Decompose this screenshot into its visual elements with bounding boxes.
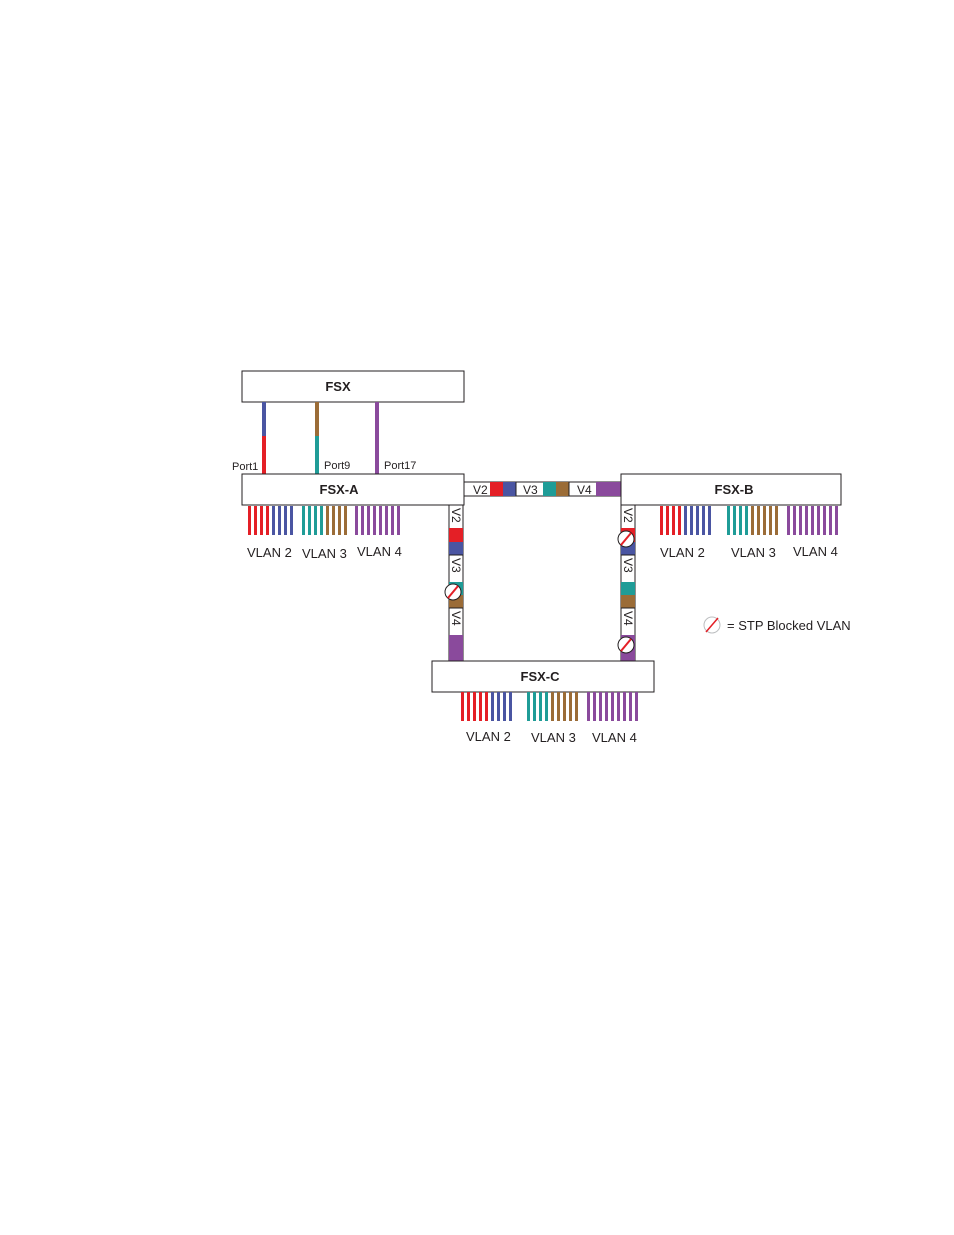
fsx-b-vlan4-label: VLAN 4 — [793, 544, 838, 559]
legend: = STP Blocked VLAN — [704, 617, 851, 633]
stp-blocked-icon — [618, 531, 634, 547]
fsx-b-vlan2-label: VLAN 2 — [660, 545, 705, 560]
fsx-c-vlan2-label: VLAN 2 — [466, 729, 511, 744]
switch-fsx-b: FSX-B — [621, 474, 841, 505]
trunk-ac-v4-label: V4 — [449, 611, 463, 626]
fsx-a-vlan4-label: VLAN 4 — [357, 544, 402, 559]
trunk-bc-v4-label: V4 — [621, 611, 635, 626]
fsx-a-vlan3-label: VLAN 3 — [302, 546, 347, 561]
fsx-c-vlan4-label: VLAN 4 — [592, 730, 637, 745]
port17-label: Port17 — [384, 460, 416, 472]
switch-fsx-c-label: FSX-C — [521, 669, 561, 684]
port-group-vlan4 — [587, 692, 638, 721]
trunk-ab-v4-label: V4 — [577, 483, 592, 497]
switch-fsx-b-label: FSX-B — [715, 482, 754, 497]
stp-blocked-icon — [704, 617, 720, 633]
port-bank-fsx-a — [248, 506, 400, 535]
port-bank-fsx-c — [461, 692, 638, 721]
legend-text: = STP Blocked VLAN — [727, 618, 851, 633]
switch-fsx-label: FSX — [325, 379, 351, 394]
trunk-bc-v3-label: V3 — [621, 558, 635, 573]
port-group-vlan2 — [660, 506, 711, 535]
port9-label: Port9 — [324, 460, 350, 472]
fsx-c-vlan3-label: VLAN 3 — [531, 730, 576, 745]
trunk-a-b: V2 V3 V4 — [464, 482, 621, 497]
trunk-ab-v3-label: V3 — [523, 483, 538, 497]
port-group-vlan4 — [787, 506, 838, 535]
uplink-port17 — [375, 402, 379, 474]
fsx-b-vlan3-label: VLAN 3 — [731, 545, 776, 560]
port-group-vlan2 — [248, 506, 293, 535]
port-group-vlan2 — [461, 692, 512, 721]
trunk-b-c: V2 V3 V4 — [618, 505, 635, 661]
trunk-ac-v3-label: V3 — [449, 558, 463, 573]
switch-fsx-a: FSX-A — [242, 474, 464, 505]
stp-blocked-icon — [445, 584, 461, 600]
switch-fsx-c: FSX-C — [432, 661, 654, 692]
switch-fsx: FSX — [242, 371, 464, 402]
uplink-port1 — [262, 402, 266, 474]
stp-blocked-icon — [618, 637, 634, 653]
port1-label: Port1 — [232, 461, 258, 473]
uplink-port9 — [315, 402, 319, 474]
trunk-ab-v2-label: V2 — [473, 483, 488, 497]
trunk-bc-v2-label: V2 — [621, 508, 635, 523]
fsx-a-vlan2-label: VLAN 2 — [247, 545, 292, 560]
port-group-vlan3 — [727, 506, 778, 535]
trunk-a-c: V2 V3 V4 — [445, 505, 463, 661]
switch-fsx-a-label: FSX-A — [320, 482, 360, 497]
port-group-vlan3 — [302, 506, 347, 535]
port-bank-fsx-b — [660, 506, 838, 535]
port-group-vlan4 — [355, 506, 400, 535]
port-group-vlan3 — [527, 692, 578, 721]
trunk-ac-v2-label: V2 — [449, 508, 463, 523]
